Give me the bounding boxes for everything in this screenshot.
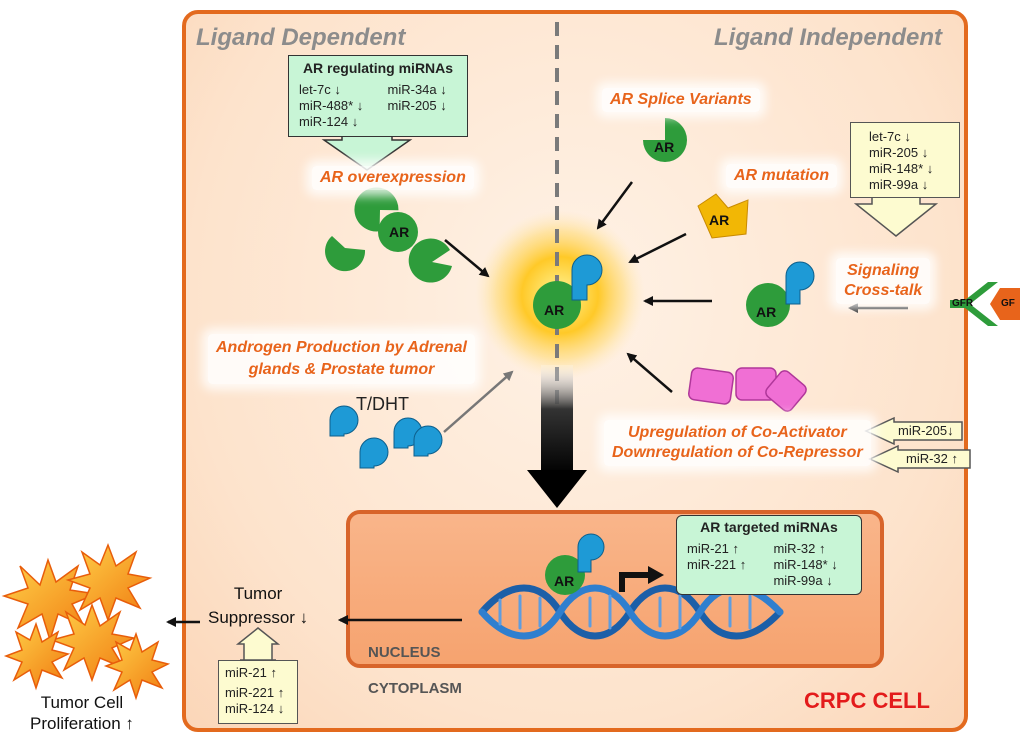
- signaling-callout-arrow: [853, 195, 939, 237]
- androgen-ligand-shape: [413, 425, 443, 457]
- signaling-mirna: miR-148* ↓: [869, 161, 934, 176]
- ar-targeted-title: AR targeted miRNAs: [700, 519, 838, 535]
- tumor-suppressor-callout-arrow: [235, 627, 281, 661]
- ligand-center: [571, 254, 603, 301]
- tumor-cell-cluster: [1, 542, 171, 701]
- androgen-arrow: [443, 370, 514, 433]
- tdht-label: T/DHT: [356, 394, 409, 414]
- ar-center-receptor: [533, 281, 581, 329]
- signaling-mirna-box: let-7c ↓ miR-205 ↓ miR-148* ↓ miR-99a ↓: [850, 122, 960, 198]
- splice-variant-arrow: [596, 181, 634, 230]
- ligand-dependent-label: Ligand Dependent: [196, 24, 406, 51]
- ar-targeted-mirna-box: AR targeted miRNAs miR-21 ↑ miR-221 ↑ mi…: [676, 515, 862, 595]
- tumor-suppressor-mirna: miR-21 ↑: [225, 665, 278, 680]
- ar-label: AR: [544, 302, 565, 318]
- androgen-production-label: Androgen Production by Adrenal glands & …: [208, 334, 475, 384]
- mutation-arrow: [628, 232, 687, 264]
- gf-ligand-shape: [990, 288, 1020, 320]
- ar-signaling-receptor: [746, 283, 790, 327]
- signaling-mirna: let-7c ↓: [869, 129, 911, 144]
- signaling-crosstalk-label: Signaling Cross-talk: [836, 258, 931, 304]
- tumor-suppressor-mirna: miR-124 ↓: [225, 701, 285, 716]
- signaling-mirna: miR-99a ↓: [869, 177, 929, 192]
- ar-targeted-mirna: miR-148* ↓: [773, 557, 838, 572]
- ar-regulating-title: AR regulating miRNAs: [302, 60, 454, 76]
- ar-targeted-mirna: miR-221 ↑: [687, 557, 747, 572]
- ar-overexpression-label: AR overexpression: [312, 166, 474, 190]
- nucleus-label: NUCLEUS: [368, 644, 441, 661]
- ar-regulating-mirna: miR-488* ↓: [299, 98, 364, 113]
- nuclear-translocation-arrow-shaft: [541, 365, 573, 475]
- corepressor-mirna: miR-32 ↑: [906, 451, 959, 466]
- cytoplasm-label: CYTOPLASM: [368, 680, 462, 697]
- ar-splice-variants-label: AR Splice Variants: [602, 88, 760, 112]
- ar-mutation-label: AR mutation: [726, 164, 838, 188]
- ar-receptor-shape: [325, 236, 366, 272]
- androgen-ligand-shape: [359, 437, 389, 469]
- ar-label: AR: [756, 304, 777, 320]
- ar-regulating-mirna-box: AR regulating miRNAs let-7c ↓ miR-488* ↓…: [288, 55, 468, 137]
- ar-targeted-mirna: miR-99a ↓: [773, 573, 833, 588]
- ar-regulating-mirna: let-7c ↓: [299, 82, 341, 97]
- ar-regulating-mirna: miR-34a ↓: [387, 82, 447, 97]
- ar-label: AR: [709, 212, 730, 228]
- ar-targeted-mirna: miR-21 ↑: [687, 541, 740, 556]
- ar-receptor-shape: [354, 187, 399, 232]
- coactivator-mirna: miR-205↓: [898, 423, 954, 438]
- ar-label: AR: [389, 224, 410, 240]
- ar-splice-variant-shape: [643, 118, 687, 162]
- gfr-stem: [950, 300, 970, 308]
- overexpression-arrow: [444, 239, 490, 278]
- tumor-suppressor-mirna-box: miR-21 ↑ miR-221 ↑ miR-124 ↓: [218, 660, 298, 724]
- ar-receptor-shape: [408, 238, 452, 283]
- corepressor-callout-arrow: [868, 444, 971, 474]
- gf-label: GF: [1001, 298, 1015, 309]
- tumor-proliferation-label: Tumor Cell Proliferation ↑: [30, 693, 134, 733]
- coactivator-corepressor-label: Upregulation of Co-Activator Downregulat…: [604, 420, 871, 466]
- ar-receptor-shape: [378, 212, 418, 252]
- crpc-cell-label: CRPC CELL: [804, 688, 930, 713]
- ar-regulating-mirna: miR-124 ↓: [299, 114, 359, 129]
- ligand-independent-label: Ligand Independent: [714, 24, 942, 51]
- ar-targeted-mirna: miR-32 ↑: [773, 541, 826, 556]
- signaling-mirna: miR-205 ↓: [869, 145, 929, 160]
- nuclear-translocation-arrow-head: [527, 470, 587, 508]
- ar-label: AR: [654, 139, 675, 155]
- tumor-suppressor-mirna: miR-221 ↑: [225, 685, 285, 700]
- androgen-ligand-shape: [329, 405, 359, 437]
- ligand-signaling: [785, 261, 815, 305]
- gfr-label: GFR: [952, 298, 974, 309]
- coactivator-arrow: [626, 352, 673, 393]
- coactivator-shape: [688, 367, 734, 405]
- ar-label: AR: [554, 573, 575, 589]
- ar-regulating-callout-arrow: [321, 133, 413, 171]
- ar-mutation-shape: [697, 193, 749, 239]
- coactivator-shape: [765, 370, 807, 412]
- tumor-suppressor-label: Tumor Suppressor ↓: [208, 584, 309, 627]
- ar-regulating-mirna: miR-205 ↓: [387, 98, 447, 113]
